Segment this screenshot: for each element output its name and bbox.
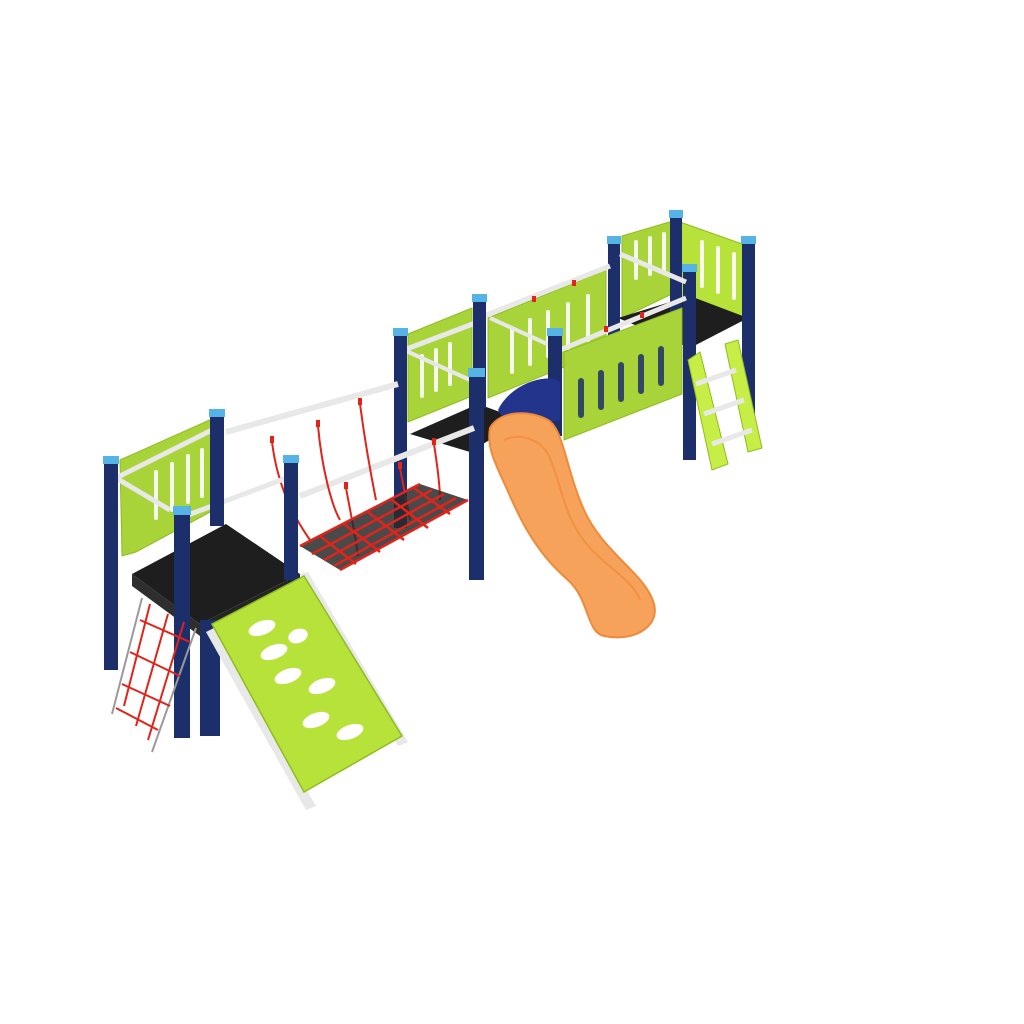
post-cap <box>283 455 299 463</box>
post-cap <box>669 210 683 218</box>
post-cap <box>468 368 485 377</box>
post <box>104 462 118 670</box>
climbing-net <box>111 597 197 753</box>
climbing-ramp <box>206 572 408 810</box>
post-cap <box>607 236 621 244</box>
right-ladder <box>687 339 763 471</box>
post-cap <box>472 294 487 302</box>
post <box>394 332 407 528</box>
post <box>469 372 484 580</box>
post-cap <box>173 506 191 515</box>
post-cap <box>103 456 119 464</box>
post <box>200 620 220 736</box>
post <box>174 512 190 738</box>
post-cap <box>393 328 408 336</box>
slide <box>488 378 656 639</box>
post-cap <box>547 328 563 336</box>
post-cap <box>741 236 756 244</box>
post <box>210 414 224 526</box>
post-cap <box>682 264 697 272</box>
post-cap <box>209 409 225 417</box>
rope-bridge <box>225 381 476 572</box>
slide-chute <box>488 412 656 639</box>
post <box>284 460 298 580</box>
